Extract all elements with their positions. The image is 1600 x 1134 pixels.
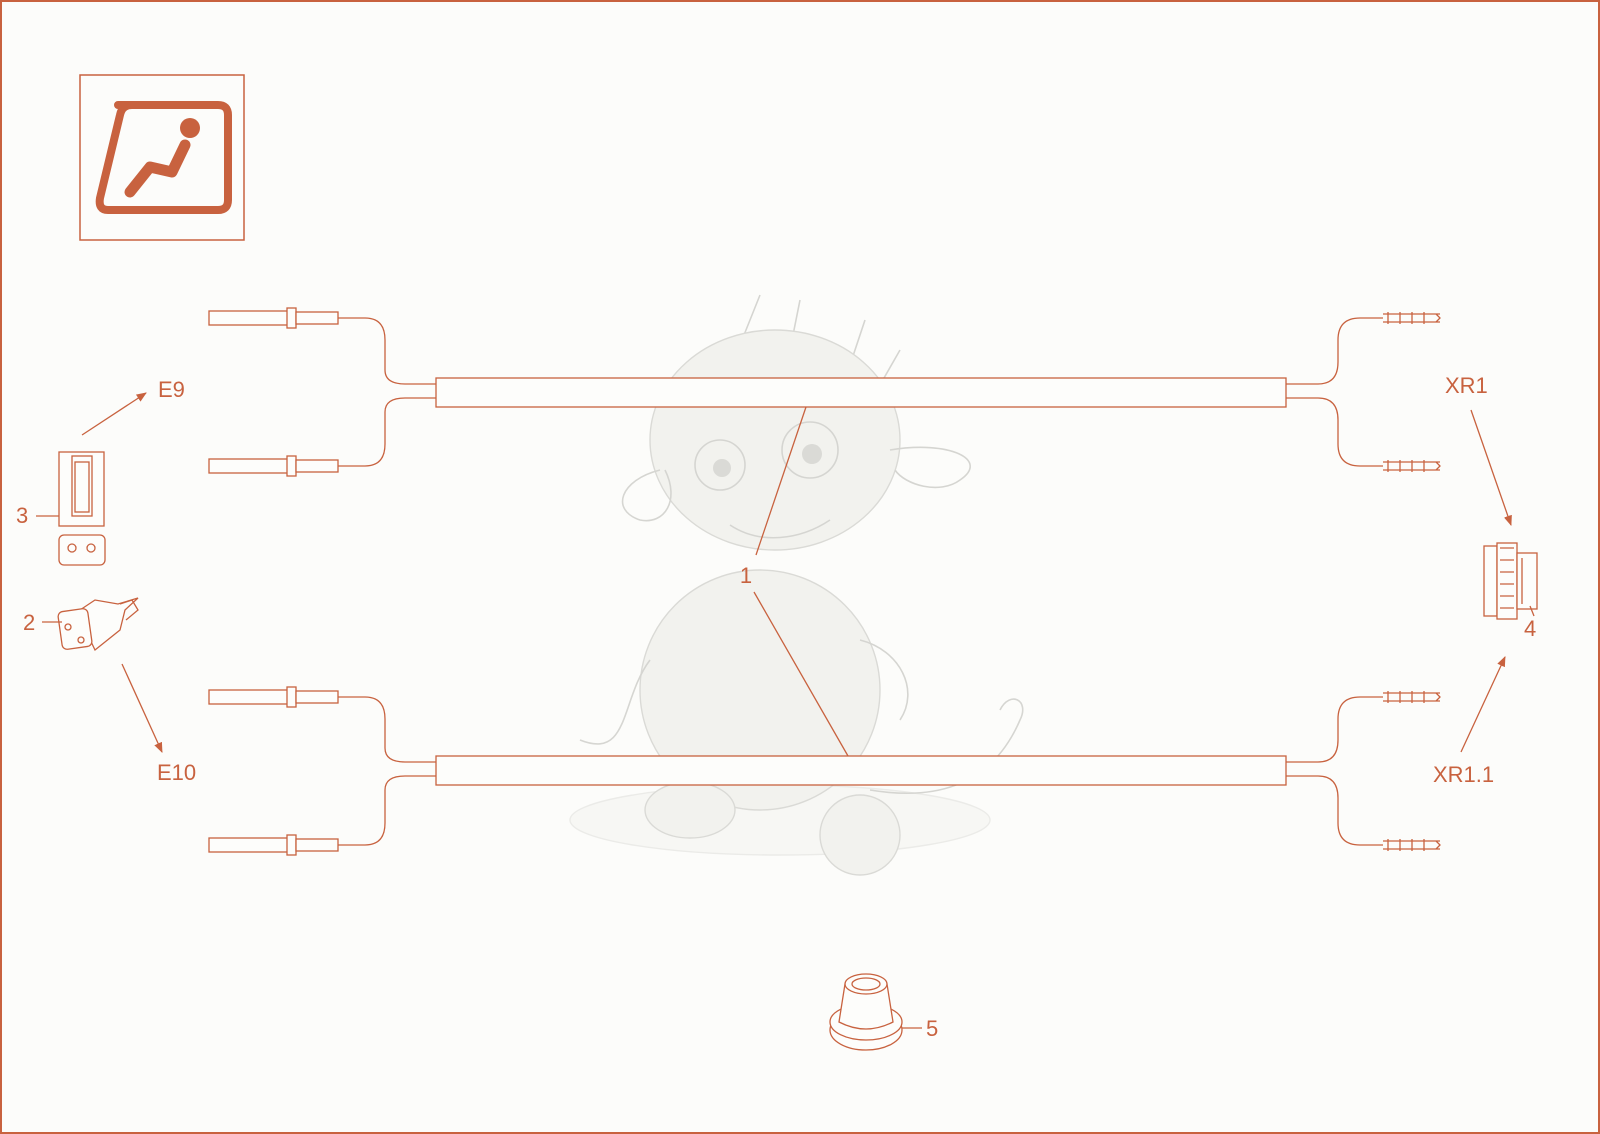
connector-housing — [36, 451, 106, 566]
arrow-xr1 — [1470, 409, 1512, 526]
lower-right-pin-top — [1383, 691, 1441, 703]
harness-leader-lower — [753, 591, 849, 757]
ref-xr1: XR1 — [1445, 373, 1488, 398]
upper-right-pin-top — [1383, 312, 1441, 324]
ref-e10: E10 — [157, 760, 196, 785]
lower-left-terminal-bottom — [208, 834, 339, 856]
upper-harness — [208, 307, 1441, 477]
callout-2: 2 — [23, 610, 35, 635]
round-connector — [1483, 542, 1538, 620]
callout-1: 1 — [740, 563, 752, 588]
harness-leader-upper — [755, 406, 807, 556]
ref-e9: E9 — [158, 377, 185, 402]
grommet — [829, 973, 922, 1051]
callout-3: 3 — [16, 503, 28, 528]
arrow-e9 — [81, 392, 147, 436]
upper-right-pin-bottom — [1383, 460, 1441, 472]
upper-left-terminal-top — [208, 307, 339, 329]
upper-left-terminal-bottom — [208, 455, 339, 477]
bulb-holder — [42, 597, 139, 652]
arrow-xr1-1 — [1460, 656, 1506, 753]
arrow-e10 — [121, 663, 163, 753]
callout-4: 4 — [1524, 616, 1536, 641]
lower-left-terminal-top — [208, 686, 339, 708]
seat-icon-box — [79, 74, 245, 241]
ref-xr1-1: XR1.1 — [1433, 762, 1494, 787]
lower-right-pin-bottom — [1383, 839, 1441, 851]
lower-harness-sleeve — [435, 755, 1287, 786]
upper-harness-sleeve — [435, 377, 1287, 408]
seat-icon — [95, 101, 232, 214]
callout-5: 5 — [926, 1016, 938, 1041]
lower-harness — [208, 686, 1441, 856]
